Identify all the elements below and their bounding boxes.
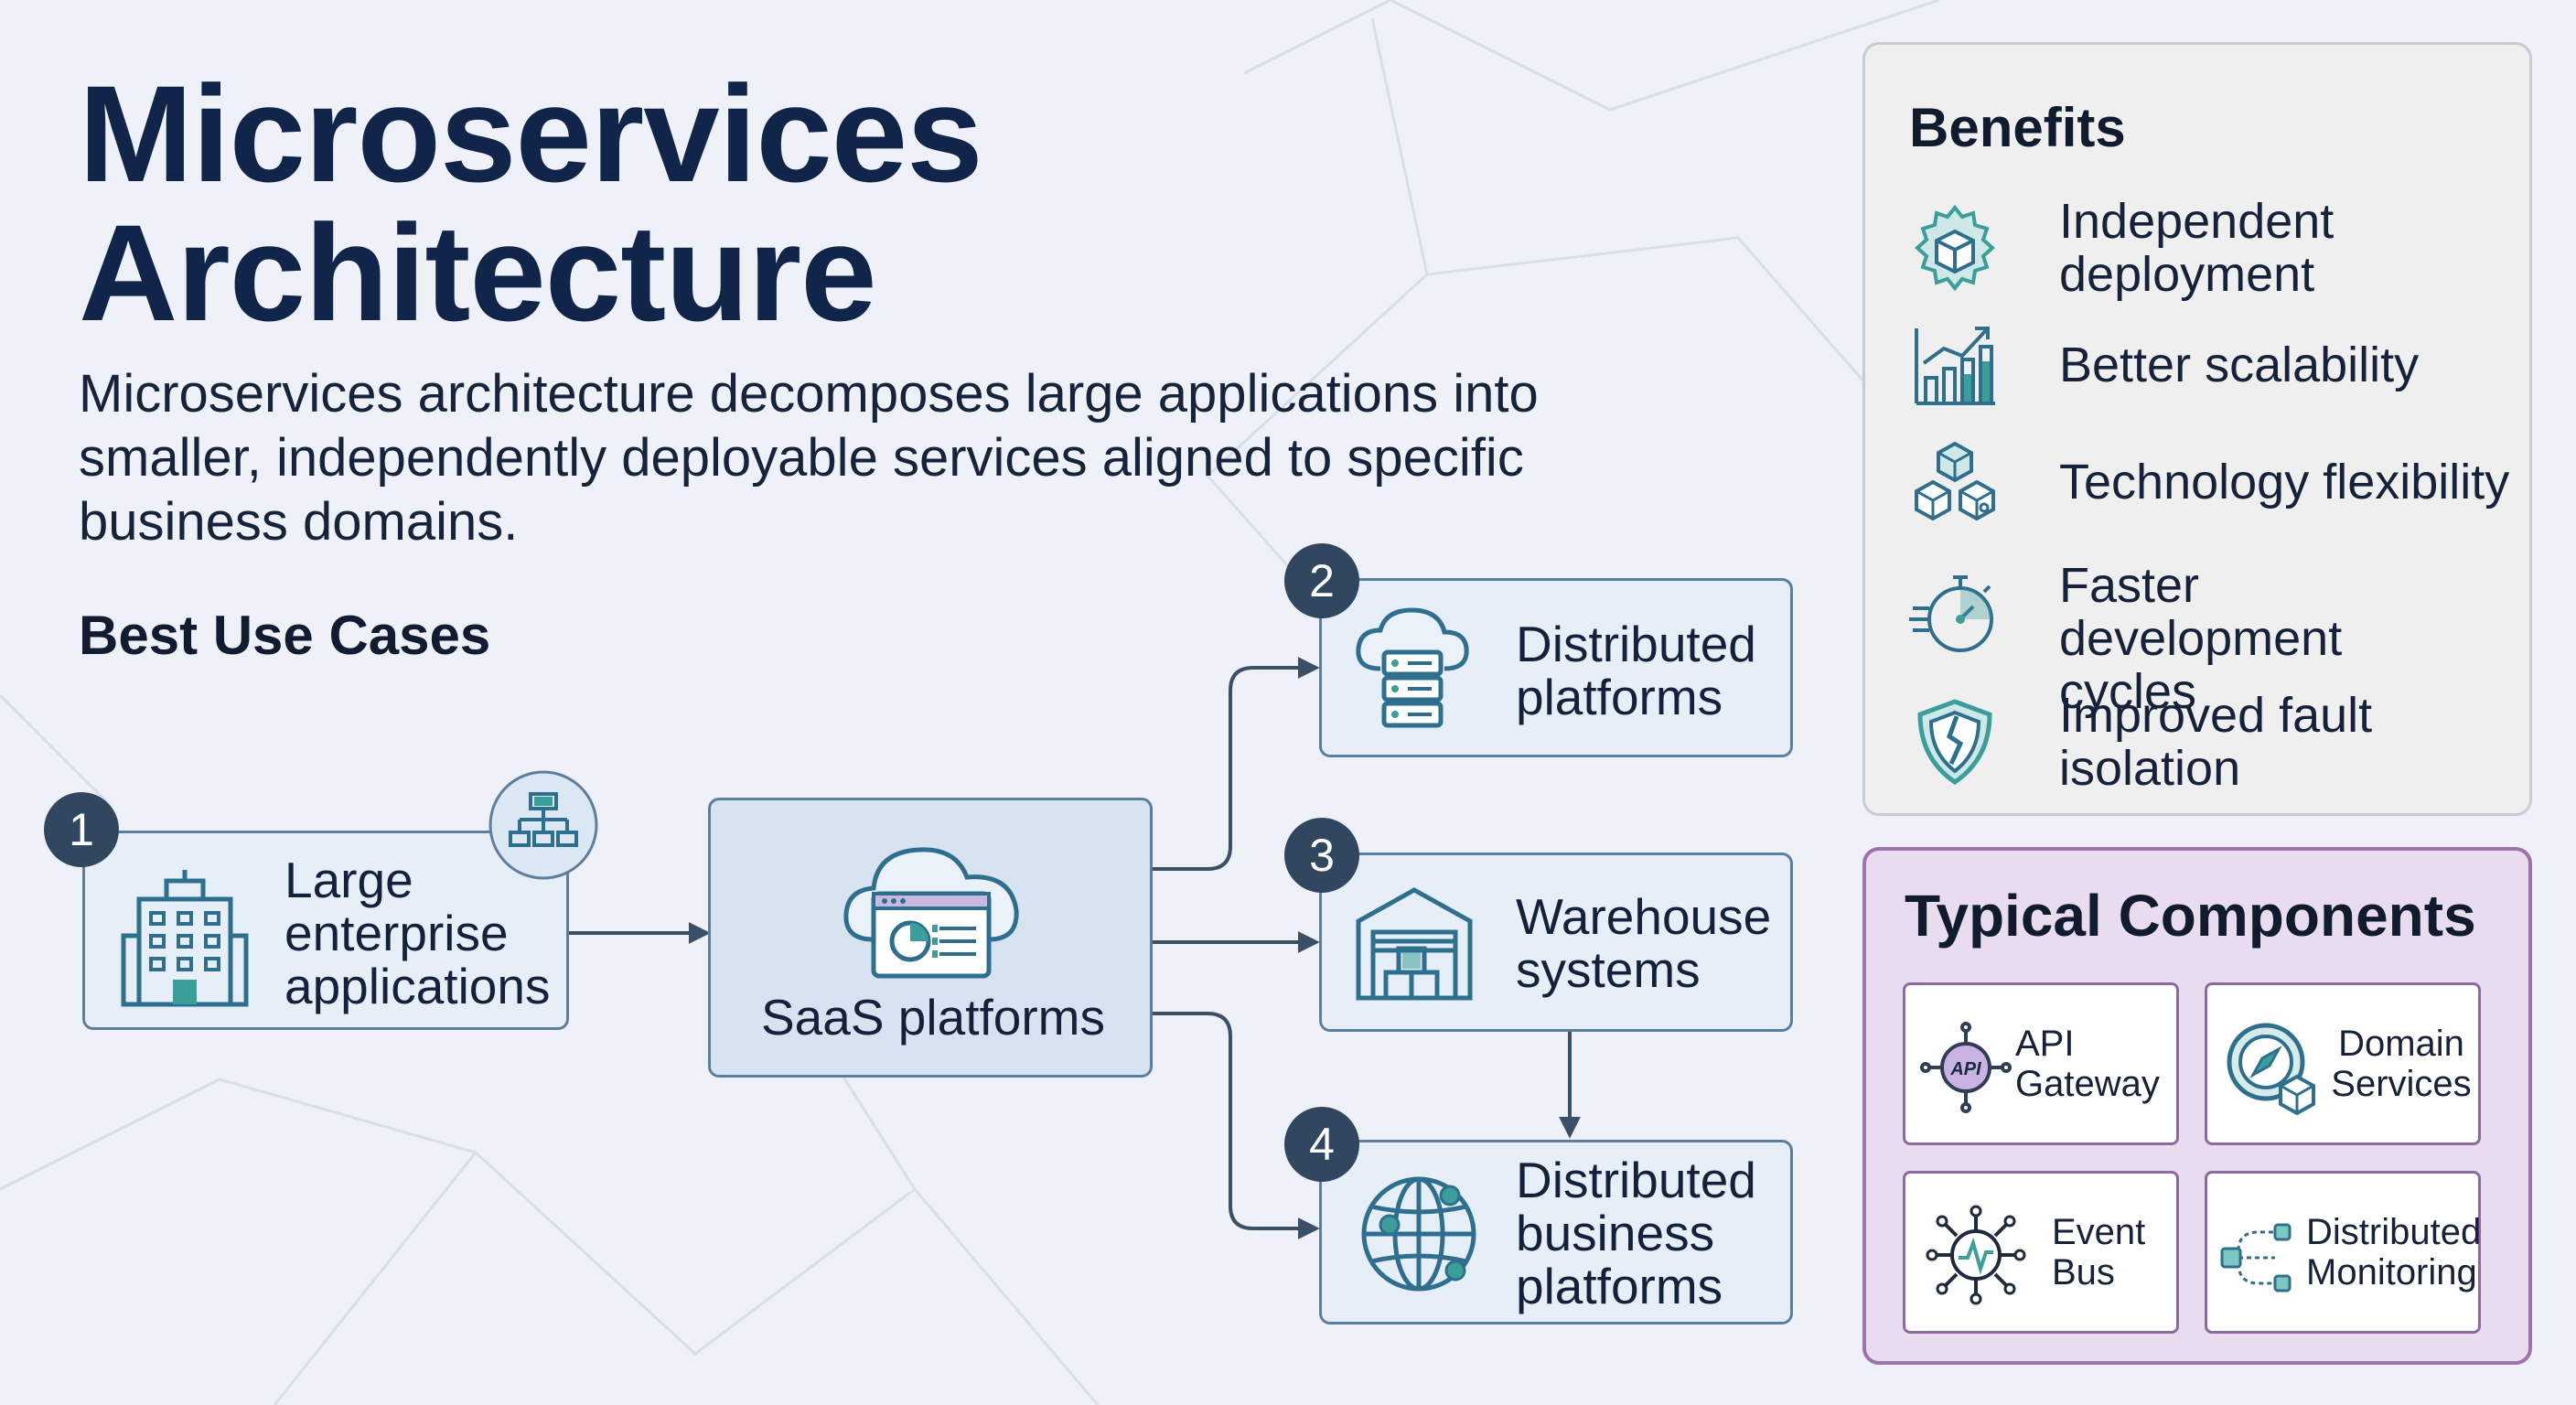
growth-chart-icon [1915, 327, 1995, 405]
shield-icon [1917, 699, 1992, 786]
api-gateway-icon: API [1920, 1022, 2012, 1113]
use-case-badge-1: 1 [44, 792, 119, 867]
component-tile-event-bus[interactable]: Event Bus [1903, 1171, 2179, 1334]
stopwatch-icon [1909, 575, 1993, 652]
compass-cube-icon [2227, 1023, 2315, 1116]
cloud-dashboard-icon [843, 847, 1019, 979]
components-panel: Typical Components API API Gateway Domai… [1862, 847, 2532, 1365]
component-label: Distributed Monitoring [2306, 1212, 2482, 1292]
use-case-card-warehouse[interactable]: Warehouse systems [1319, 853, 1793, 1032]
globe-network-icon [1361, 1176, 1476, 1292]
use-case-label-warehouse: Warehouse systems [1516, 888, 1772, 998]
benefit-label: Faster development cycles [2059, 558, 2343, 719]
component-tile-domain-services[interactable]: Domain Services [2205, 982, 2481, 1145]
benefits-title: Benefits [1909, 97, 2126, 158]
page-title: Microservices Architecture [79, 57, 983, 349]
use-case-label-enterprise: Large enterprise applications [284, 852, 551, 1014]
use-case-badge-3: 3 [1284, 818, 1359, 893]
org-chart-icon [488, 770, 598, 880]
benefit-item: Faster development cycles [1909, 555, 2531, 718]
benefit-label: Independent deployment [2059, 194, 2334, 302]
use-case-card-saas[interactable]: SaaS platforms [708, 798, 1153, 1078]
use-case-badge-4: 4 [1284, 1107, 1359, 1182]
cubes-icon [1915, 441, 1995, 521]
warehouse-icon [1356, 887, 1473, 1001]
use-case-label-saas: SaaS platforms [760, 989, 1105, 1046]
benefit-item: Improved fault isolation [1909, 689, 2531, 795]
component-tile-api-gateway[interactable]: API API Gateway [1903, 982, 2179, 1145]
cloud-server-icon [1356, 607, 1469, 728]
use-case-card-business[interactable]: Distributed business platforms [1319, 1140, 1793, 1325]
office-building-icon [121, 870, 249, 1007]
component-tile-monitoring[interactable]: Distributed Monitoring [2205, 1171, 2481, 1334]
gear-box-icon [1915, 204, 1995, 292]
benefit-item: Independent deployment [1909, 195, 2531, 301]
benefit-item: Better scalability [1909, 319, 2531, 411]
benefits-panel: Benefits Independent deployment Better s… [1862, 42, 2532, 816]
use-case-badge-2: 2 [1284, 543, 1359, 618]
use-case-card-distributed[interactable]: Distributed platforms [1319, 578, 1793, 757]
monitoring-nodes-icon [2220, 1223, 2292, 1292]
benefit-label: Better scalability [2059, 338, 2420, 392]
component-label: API Gateway [2015, 1024, 2160, 1104]
benefit-label: Technology flexibility [2059, 455, 2510, 509]
use-case-label-business: Distributed business platforms [1516, 1152, 1756, 1314]
api-icon-text: API [1949, 1059, 1981, 1079]
component-label: Domain Services [2331, 1024, 2472, 1104]
component-label: Event Bus [2052, 1212, 2146, 1292]
event-bus-icon [1926, 1205, 2026, 1305]
benefit-label: Improved fault isolation [2059, 688, 2373, 796]
use-cases-heading: Best Use Cases [79, 605, 491, 666]
benefit-item: Technology flexibility [1909, 436, 2531, 528]
use-case-label-distributed: Distributed platforms [1516, 616, 1756, 725]
page-description: Microservices architecture decomposes la… [79, 364, 1539, 552]
use-case-card-enterprise[interactable]: Large enterprise applications [82, 831, 569, 1030]
components-title: Typical Components [1905, 883, 2476, 949]
